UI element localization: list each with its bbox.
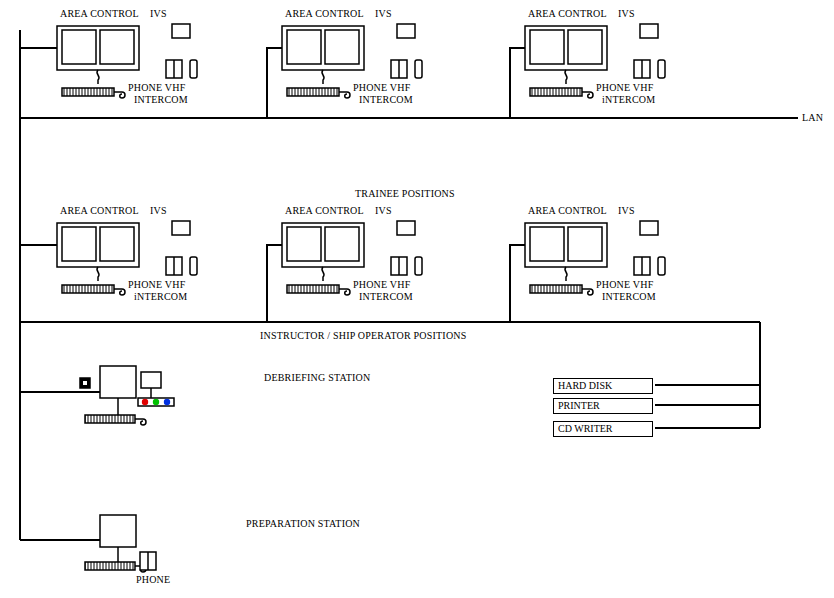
device-box: CD WRITER	[553, 421, 653, 437]
ivs-label: IVS	[375, 205, 392, 216]
intercom-label: INTERCOM	[359, 291, 413, 302]
section-label: DEBRIEFING STATION	[264, 372, 370, 383]
device-box: HARD DISK	[553, 378, 653, 394]
phone-vhf-label: PHONE VHF	[353, 82, 410, 93]
ivs-label: IVS	[618, 8, 635, 19]
preparation-station-art	[85, 515, 156, 572]
phone-vhf-label: PHONE VHF	[596, 82, 653, 93]
section-label: PREPARATION STATION	[246, 518, 360, 529]
workstation-art	[20, 24, 197, 118]
intercom-label: iNTERCOM	[134, 291, 187, 302]
debriefing-station-art	[80, 366, 174, 425]
lan-label: LAN	[802, 112, 823, 123]
section-label: TRAINEE POSITIONS	[355, 188, 455, 199]
device-box: PRINTER	[553, 398, 653, 414]
workstations	[20, 24, 665, 322]
area-label: AREA CONTROL	[285, 205, 364, 216]
ivs-label: IVS	[150, 8, 167, 19]
phone-vhf-label: PHONE VHF	[353, 279, 410, 290]
phone-label: PHONE	[136, 574, 170, 585]
intercom-label: INTERCOM	[359, 94, 413, 105]
intercom-label: INTERCOM	[134, 94, 188, 105]
intercom-label: INTERCOM	[602, 291, 656, 302]
device-label: CD WRITER	[558, 423, 648, 435]
device-label: HARD DISK	[558, 380, 648, 392]
intercom-label: iNTERCOM	[602, 94, 655, 105]
area-label: AREA CONTROL	[528, 8, 607, 19]
phone-vhf-label: PHONE VHF	[596, 279, 653, 290]
ivs-label: IVS	[375, 8, 392, 19]
workstation-art	[20, 221, 197, 322]
workstation-art	[510, 24, 665, 118]
workstation-art	[510, 221, 665, 322]
section-label: INSTRUCTOR / SHIP OPERATOR POSITIONS	[260, 330, 467, 341]
ivs-label: IVS	[618, 205, 635, 216]
phone-vhf-label: PHONE VHF	[128, 82, 185, 93]
phone-vhf-label: PHONE VHF	[128, 279, 185, 290]
workstation-art	[267, 221, 422, 322]
lan-lines	[20, 30, 798, 540]
area-label: AREA CONTROL	[285, 8, 364, 19]
area-label: AREA CONTROL	[528, 205, 607, 216]
workstation-art	[267, 24, 422, 118]
area-label: AREA CONTROL	[60, 8, 139, 19]
area-label: AREA CONTROL	[60, 205, 139, 216]
device-label: PRINTER	[558, 400, 648, 412]
ivs-label: IVS	[150, 205, 167, 216]
